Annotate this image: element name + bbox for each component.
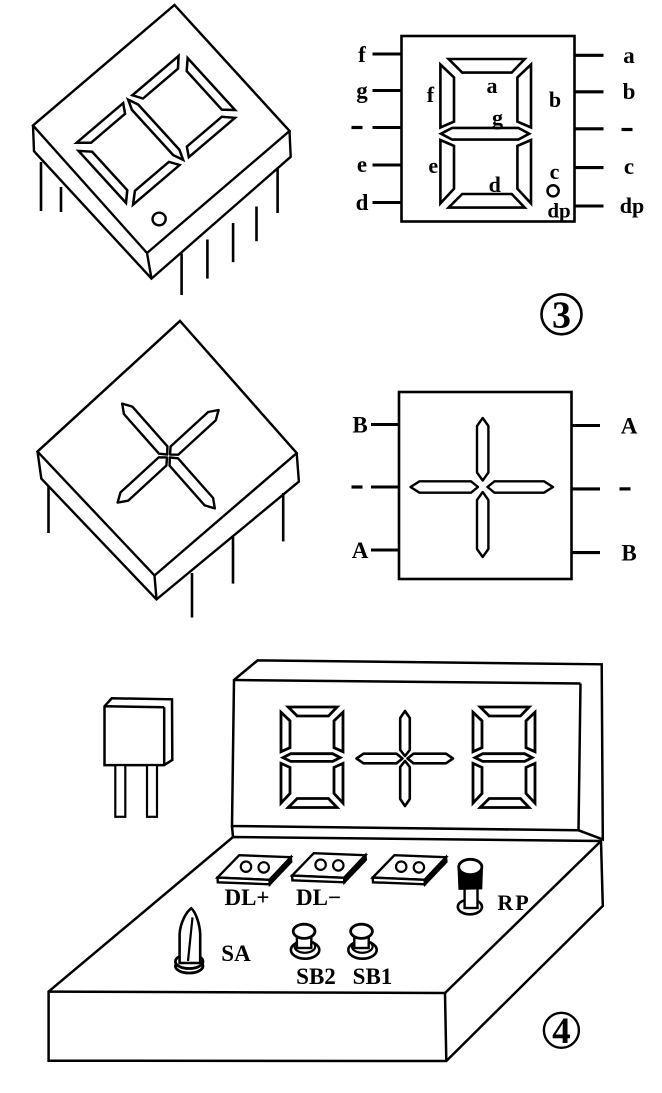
svg-text:DL+: DL+ bbox=[224, 885, 269, 910]
svg-text:SA: SA bbox=[221, 941, 251, 966]
svg-text:d: d bbox=[356, 190, 369, 215]
svg-text:B: B bbox=[352, 413, 367, 438]
svg-text:d: d bbox=[489, 172, 501, 197]
svg-text:B: B bbox=[621, 541, 636, 566]
svg-text:dp: dp bbox=[620, 193, 644, 218]
svg-text:b: b bbox=[623, 79, 636, 104]
svg-text:RP: RP bbox=[497, 890, 530, 915]
svg-text:A: A bbox=[621, 414, 638, 439]
svg-text:c: c bbox=[624, 154, 634, 179]
svg-text:b: b bbox=[549, 87, 561, 112]
svg-text:e: e bbox=[428, 153, 438, 178]
svg-text:g: g bbox=[356, 78, 368, 103]
svg-text:f: f bbox=[358, 42, 366, 67]
svg-text:g: g bbox=[492, 105, 503, 130]
svg-text:A: A bbox=[352, 538, 369, 563]
svg-text:SB1: SB1 bbox=[353, 964, 393, 989]
svg-text:c: c bbox=[550, 159, 560, 184]
svg-text:4: 4 bbox=[552, 1011, 571, 1052]
svg-text:e: e bbox=[357, 152, 367, 177]
svg-text:SB2: SB2 bbox=[296, 964, 336, 989]
svg-text:3: 3 bbox=[552, 295, 571, 337]
svg-text:dp: dp bbox=[547, 199, 570, 223]
svg-text:DL−: DL− bbox=[296, 885, 341, 910]
svg-text:a: a bbox=[487, 73, 498, 98]
svg-text:f: f bbox=[427, 82, 435, 107]
svg-text:a: a bbox=[623, 43, 635, 68]
